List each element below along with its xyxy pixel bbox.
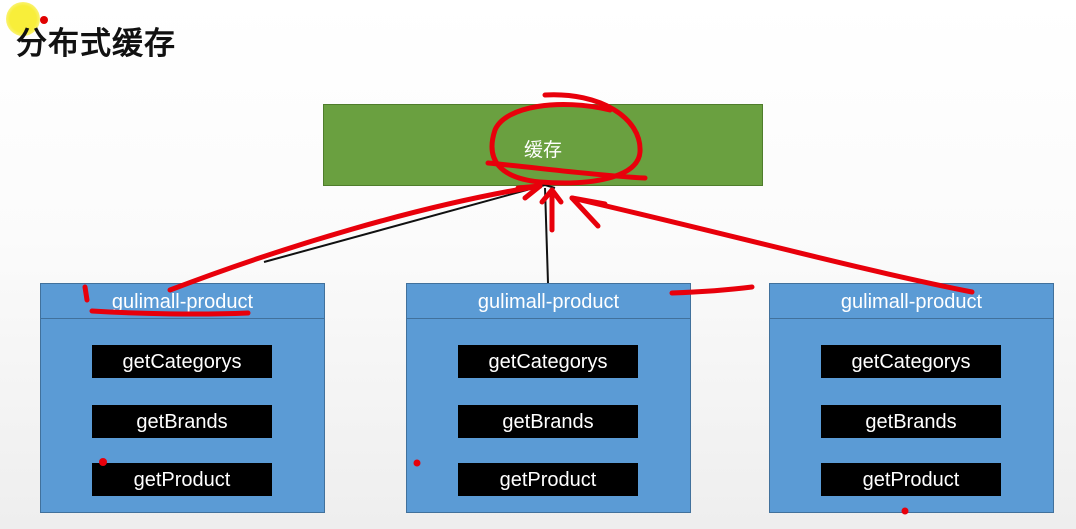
annotation-arrow-left xyxy=(167,183,543,293)
annotation-tick-left xyxy=(82,284,90,303)
annotation-dot xyxy=(901,507,909,515)
service-title: gulimall-product xyxy=(407,284,690,319)
annotation-arrow-right xyxy=(569,195,975,295)
method-get-brands: getBrands xyxy=(458,405,638,438)
service-node-1: gulimall-product getCategorys getBrands … xyxy=(40,283,325,513)
annotation-dash-center xyxy=(669,284,755,296)
method-get-brands: getBrands xyxy=(92,405,272,438)
method-get-categorys: getCategorys xyxy=(458,345,638,378)
service-title: gulimall-product xyxy=(41,284,324,319)
annotation-arrowhead-center xyxy=(539,187,564,205)
service-title: gulimall-product xyxy=(770,284,1053,319)
connector-line-left xyxy=(263,184,546,263)
cache-label: 缓存 xyxy=(523,139,562,161)
slide-title: 分布式缓存 xyxy=(16,26,176,62)
annotation-arrowhead-left xyxy=(515,183,543,201)
method-get-product: getProduct xyxy=(458,463,638,496)
annotation-dot xyxy=(413,459,421,467)
service-node-3: gulimall-product getCategorys getBrands … xyxy=(769,283,1054,513)
method-get-categorys: getCategorys xyxy=(821,345,1001,378)
method-get-product: getProduct xyxy=(92,463,272,496)
annotation-strokes xyxy=(82,92,975,317)
connector-line-right xyxy=(544,184,556,189)
annotation-dot xyxy=(99,458,107,466)
annotation-arrowhead-right xyxy=(569,195,608,229)
method-get-product: getProduct xyxy=(821,463,1001,496)
service-node-2: gulimall-product getCategorys getBrands … xyxy=(406,283,691,513)
annotation-circle xyxy=(489,92,643,186)
annotation-underline xyxy=(485,160,648,181)
method-get-categorys: getCategorys xyxy=(92,345,272,378)
connector-line-center xyxy=(544,187,549,284)
method-get-brands: getBrands xyxy=(821,405,1001,438)
cursor-highlight xyxy=(6,2,40,36)
annotation-underline-left-service xyxy=(89,308,251,317)
cursor-pointer-dot xyxy=(40,16,48,24)
